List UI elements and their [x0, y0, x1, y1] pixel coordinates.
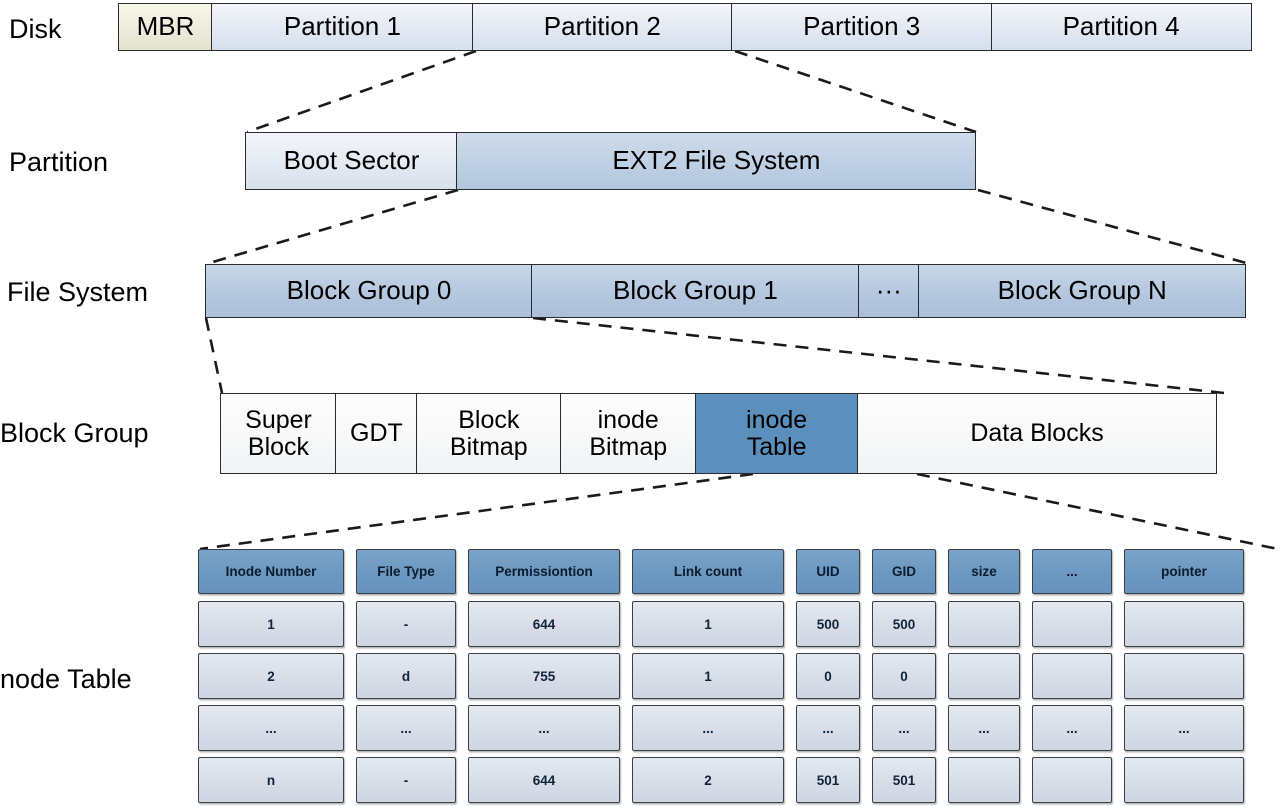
inode-table-cell-pointer [1124, 757, 1244, 803]
partition-cell-ext2-file-system: EXT2 File System [456, 132, 977, 190]
row-label-filesystem: File System [7, 277, 149, 307]
inode-table-header-uid: UID [796, 549, 860, 594]
connector-fs-left [204, 317, 224, 394]
inode-table-cell-gid: 0 [872, 653, 936, 699]
connector-bg-right [916, 472, 1279, 551]
inode-table-cell-uid: 500 [796, 601, 860, 647]
inode-table-header-cell: ... [1032, 549, 1112, 594]
inode-table-cell-uid: ... [796, 705, 860, 751]
disk-cell-partition-3: Partition 3 [731, 3, 993, 51]
inode-table-header-inode-number: Inode Number [198, 549, 344, 594]
inode-table-cell-inode-number: n [198, 757, 344, 803]
inode-table-cell-gid: 500 [872, 601, 936, 647]
inode-table-cell-cell: ... [1032, 705, 1112, 751]
inode-table-cell-file-type: ... [356, 705, 456, 751]
connector-disk-right [734, 49, 977, 134]
row-label-partition: Partition [9, 147, 109, 177]
inode-table-cell-inode-number: 1 [198, 601, 344, 647]
inode-table-cell-file-type: d [356, 653, 456, 699]
filesystem-cell-block-group-0: Block Group 0 [205, 264, 533, 318]
disk-cell-partition-2: Partition 2 [471, 3, 733, 51]
connector-fs-right [532, 316, 1225, 395]
inode-table-cell-permissiontion: 644 [468, 601, 620, 647]
inode-table-cell-permissiontion: 755 [468, 653, 620, 699]
blockgroup-cell-super-block: Super Block [220, 393, 337, 474]
inode-table-cell-uid: 501 [796, 757, 860, 803]
inode-table-cell-uid: 0 [796, 653, 860, 699]
inode-table-cell-size [948, 653, 1020, 699]
inode-table: Inode Number File Type Permissiontion Link … [198, 549, 1280, 806]
filesystem-cell-cell: ··· [857, 264, 920, 318]
inode-table-cell-cell [1032, 757, 1112, 803]
blockgroup-cell-gdt: GDT [335, 393, 418, 474]
blockgroup-cell-inode-bitmap: inode Bitmap [560, 393, 697, 474]
inode-table-cell-permissiontion: 644 [468, 757, 620, 803]
inode-table-header-row: Inode Number File Type Permissiontion Link … [198, 549, 1280, 594]
inode-table-row: n-644 2 501 501 [198, 757, 1280, 803]
inode-table-cell-inode-number: ... [198, 705, 344, 751]
filesystem-cell-block-group-n: Block Group N [918, 264, 1247, 318]
inode-table-header-file-type: File Type [356, 549, 456, 594]
inode-table-cell-file-type: - [356, 601, 456, 647]
inode-table-row: ........................... [198, 705, 1280, 751]
disk-cell-mbr: MBR [118, 3, 213, 51]
blockgroup-cell-inode-table: inode Table [694, 393, 859, 474]
connector-bg-left [199, 472, 754, 551]
inode-table-cell-link-count: 1 [632, 601, 784, 647]
connector-disk-left [246, 49, 477, 134]
connector-partition-left [205, 188, 459, 266]
partition-cell-boot-sector: Boot Sector [245, 132, 458, 190]
row-label-inode-table: inode Table [0, 664, 132, 694]
inode-table-cell-file-type: - [356, 757, 456, 803]
inode-table-cell-cell [1032, 601, 1112, 647]
inode-table-header-size: size [948, 549, 1020, 594]
inode-table-cell-gid: ... [872, 705, 936, 751]
row-label-disk: Disk [9, 14, 62, 44]
inode-table-header-permissiontion: Permissiontion [468, 549, 620, 594]
connector-partition-right [977, 188, 1251, 266]
inode-table-header-gid: GID [872, 549, 936, 594]
inode-table-header-pointer: pointer [1124, 549, 1244, 594]
inode-table-cell-link-count: 1 [632, 653, 784, 699]
inode-table-cell-permissiontion: ... [468, 705, 620, 751]
inode-table-cell-gid: 501 [872, 757, 936, 803]
inode-table-cell-pointer [1124, 653, 1244, 699]
inode-table-cell-pointer: ... [1124, 705, 1244, 751]
disk-cell-partition-1: Partition 1 [211, 3, 474, 51]
inode-table-cell-size [948, 601, 1020, 647]
inode-table-cell-link-count: 2 [632, 757, 784, 803]
inode-table-header-link-count: Link count [632, 549, 784, 594]
inode-table-cell-cell [1032, 653, 1112, 699]
blockgroup-cell-block-bitmap: Block Bitmap [415, 393, 562, 474]
inode-table-cell-pointer [1124, 601, 1244, 647]
inode-table-cell-size: ... [948, 705, 1020, 751]
disk-cell-partition-4: Partition 4 [990, 3, 1252, 51]
blockgroup-cell-data-blocks: Data Blocks [857, 393, 1218, 474]
inode-table-cell-size [948, 757, 1020, 803]
filesystem-cell-block-group-1: Block Group 1 [531, 264, 860, 318]
row-label-blockgroup: Block Group [0, 418, 149, 448]
inode-table-cell-link-count: ... [632, 705, 784, 751]
inode-table-cell-inode-number: 2 [198, 653, 344, 699]
